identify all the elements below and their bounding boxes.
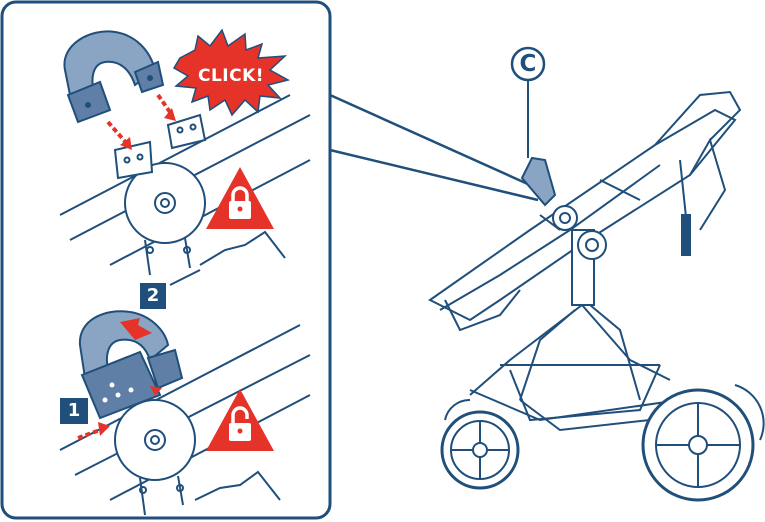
stroller-illustration <box>430 92 764 500</box>
callout-line-top <box>330 95 530 185</box>
step-badge-2 <box>140 283 166 309</box>
callout-c-circle <box>512 48 544 80</box>
step-badge-1 <box>60 398 88 424</box>
stroller-bumper-highlight <box>522 80 555 205</box>
